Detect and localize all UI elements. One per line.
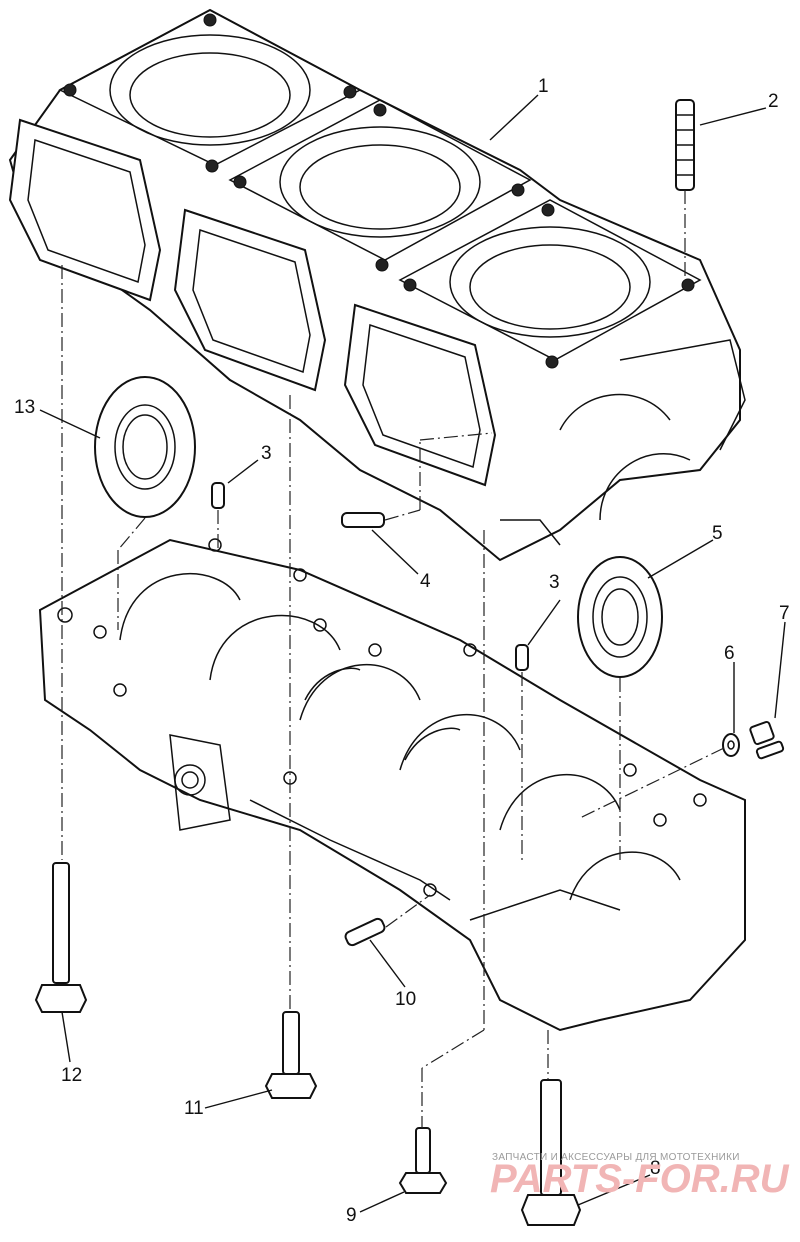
watermark-tagline: ЗАПЧАСТИ И АКСЕССУАРЫ ДЛЯ МОТОТЕХНИКИ xyxy=(492,1152,740,1163)
stud-holes xyxy=(63,13,695,369)
callout-9: 9 xyxy=(346,1205,357,1226)
seal-5 xyxy=(577,556,663,678)
lower-crankcase xyxy=(38,538,746,1032)
callout-12: 12 xyxy=(61,1065,82,1086)
callout-10: 10 xyxy=(395,989,416,1010)
upper-crankcase xyxy=(8,8,746,562)
watermark-brand: PARTS-FOR.RU xyxy=(490,1157,790,1201)
callout-5: 5 xyxy=(712,523,723,544)
intake-ports xyxy=(8,118,497,487)
callout-3b: 3 xyxy=(549,572,560,593)
flange-holes xyxy=(57,538,707,897)
callout-2: 2 xyxy=(768,91,779,112)
stud-2 xyxy=(675,99,695,191)
seal-13 xyxy=(94,376,196,518)
pin-4 xyxy=(341,512,385,528)
dowel-pin-3a xyxy=(211,482,225,509)
leader-lines xyxy=(39,94,786,1213)
callout-8: 8 xyxy=(650,1158,661,1179)
callout-6: 6 xyxy=(724,643,735,664)
bolt-11 xyxy=(264,1011,318,1099)
callout-4: 4 xyxy=(420,571,431,592)
dowel-pin-3b xyxy=(515,644,529,671)
assembly-lines xyxy=(61,190,725,1128)
bolt-8 xyxy=(520,1079,582,1226)
pin-10 xyxy=(344,917,386,947)
bolt-9 xyxy=(398,1127,448,1194)
watermark: ЗАПЧАСТИ И АКСЕССУАРЫ ДЛЯ МОТОТЕХНИКИ PA… xyxy=(490,1152,790,1201)
callout-13: 13 xyxy=(14,397,35,418)
callout-3a: 3 xyxy=(261,443,272,464)
callout-11: 11 xyxy=(184,1098,204,1119)
callout-1: 1 xyxy=(538,76,549,97)
washer-6 xyxy=(722,733,740,757)
bolt-12 xyxy=(34,862,88,1013)
bolt-7 xyxy=(749,720,785,760)
callout-7: 7 xyxy=(779,603,790,624)
callout-labels: 1 2 3 3 4 5 6 7 8 9 10 11 12 13 xyxy=(14,76,790,1226)
